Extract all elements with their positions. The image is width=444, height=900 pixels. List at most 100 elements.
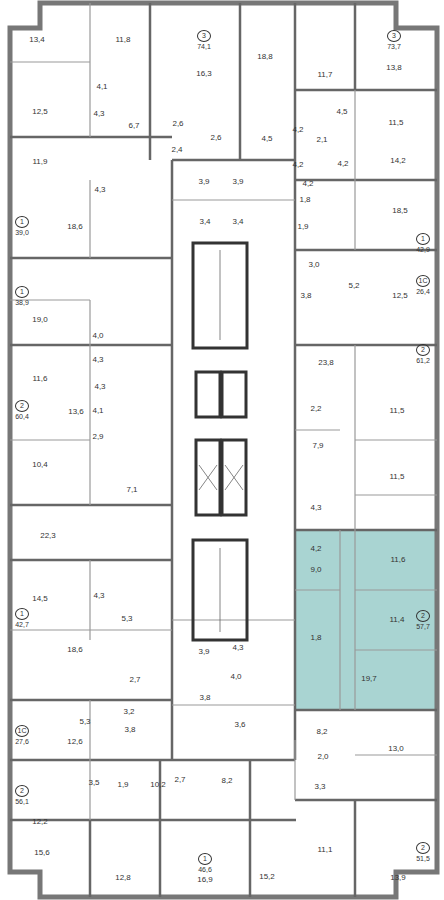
room-area: 3,4 [199,218,210,226]
room-count: 2 [416,344,430,356]
room-area: 19,7 [361,675,377,683]
apartment-badge: 1С26,4 [416,275,430,295]
room-area: 4,3 [92,356,103,364]
apartment-area: 60,4 [15,413,29,420]
room-area: 13,8 [386,64,402,72]
room-area: 15,6 [34,849,50,857]
room-area: 3,4 [232,218,243,226]
apartment-badge: 142,9 [416,233,430,253]
room-area: 2,0 [317,753,328,761]
outer-wall [10,3,437,897]
room-count: 1С [15,725,29,737]
room-count: 1 [416,233,430,245]
room-area: 12,5 [392,292,408,300]
apartment-area: 42,7 [15,621,29,628]
room-area: 4,2 [292,161,303,169]
room-area: 3,8 [300,292,311,300]
room-count: 1С [416,275,430,287]
core [193,243,247,640]
apartment-badge: 374,1 [197,30,211,50]
room-area: 2,2 [310,405,321,413]
room-area: 5,2 [348,282,359,290]
room-area: 4,1 [92,407,103,415]
apartment-area: 39,0 [15,229,29,236]
room-area: 3,9 [198,178,209,186]
highlighted-apartment [296,530,437,710]
room-count: 1 [198,853,212,865]
room-area: 11,5 [389,119,404,127]
room-area: 4,3 [94,383,105,391]
room-area: 1,8 [310,634,321,642]
room-area: 18,8 [257,53,273,61]
apartment-badge: 260,4 [15,400,29,420]
room-area: 2,1 [316,136,327,144]
room-area: 4,5 [261,135,272,143]
room-area: 23,8 [318,359,334,367]
apartment-area: 56,1 [15,798,29,805]
room-count: 1 [15,608,29,620]
room-count: 2 [416,842,430,854]
apartment-badge: 146,6 [198,853,212,873]
apartment-area: 61,2 [416,357,430,364]
room-area: 7,9 [312,442,323,450]
room-area: 4,3 [94,186,105,194]
room-count: 3 [197,30,211,42]
room-area: 4,2 [310,545,321,553]
room-area: 12,5 [32,108,48,116]
apartment-area: 27,6 [15,738,29,745]
room-area: 7,1 [126,486,137,494]
room-area: 13,0 [388,745,404,753]
room-area: 3,8 [124,726,135,734]
room-area: 8,2 [221,777,232,785]
room-area: 4,2 [302,180,313,188]
room-area: 13,9 [390,874,406,882]
room-area: 3,9 [198,648,209,656]
apartment-badge: 257,7 [416,610,430,630]
partitions [10,3,437,820]
walls [10,3,437,897]
room-area: 10,2 [150,781,166,789]
room-area: 10,4 [32,461,48,469]
apartment-badge: 261,2 [416,344,430,364]
room-area: 12,8 [115,874,131,882]
room-area: 2,9 [92,433,103,441]
room-area: 3,9 [232,178,243,186]
room-area: 11,6 [33,375,48,383]
apartment-badge: 1С27,6 [15,725,29,745]
stair-and-lift-marks [199,250,243,632]
apartment-area: 51,5 [416,855,430,862]
room-area: 4,2 [292,126,303,134]
room-area: 4,1 [96,83,107,91]
room-area: 3,2 [123,708,134,716]
room-area: 13,6 [68,408,84,416]
room-area: 16,3 [196,70,212,78]
room-area: 12,2 [32,818,48,826]
room-area: 3,8 [199,694,210,702]
apartment-area: 42,9 [416,246,430,253]
room-area: 2,4 [171,146,182,154]
apartment-badge: 139,0 [15,216,29,236]
room-area: 14,5 [32,595,48,603]
room-area: 4,3 [93,110,104,118]
room-count: 1 [15,216,29,228]
room-area: 11,1 [318,846,333,854]
room-area: 11,9 [33,158,48,166]
room-area: 11,5 [390,407,405,415]
room-area: 11,4 [390,616,405,624]
room-area: 18,5 [392,207,408,215]
room-count: 2 [416,610,430,622]
room-area: 4,0 [92,332,103,340]
room-area: 2,6 [210,134,221,142]
room-area: 22,3 [40,532,56,540]
room-area: 18,6 [67,223,83,231]
room-area: 4,2 [337,160,348,168]
room-area: 5,3 [121,615,132,623]
room-area: 19,0 [32,316,48,324]
room-area: 11,8 [116,36,131,44]
room-area: 15,2 [259,873,275,881]
apartment-badge: 142,7 [15,608,29,628]
room-area: 3,3 [314,783,325,791]
room-area: 1,9 [297,223,308,231]
